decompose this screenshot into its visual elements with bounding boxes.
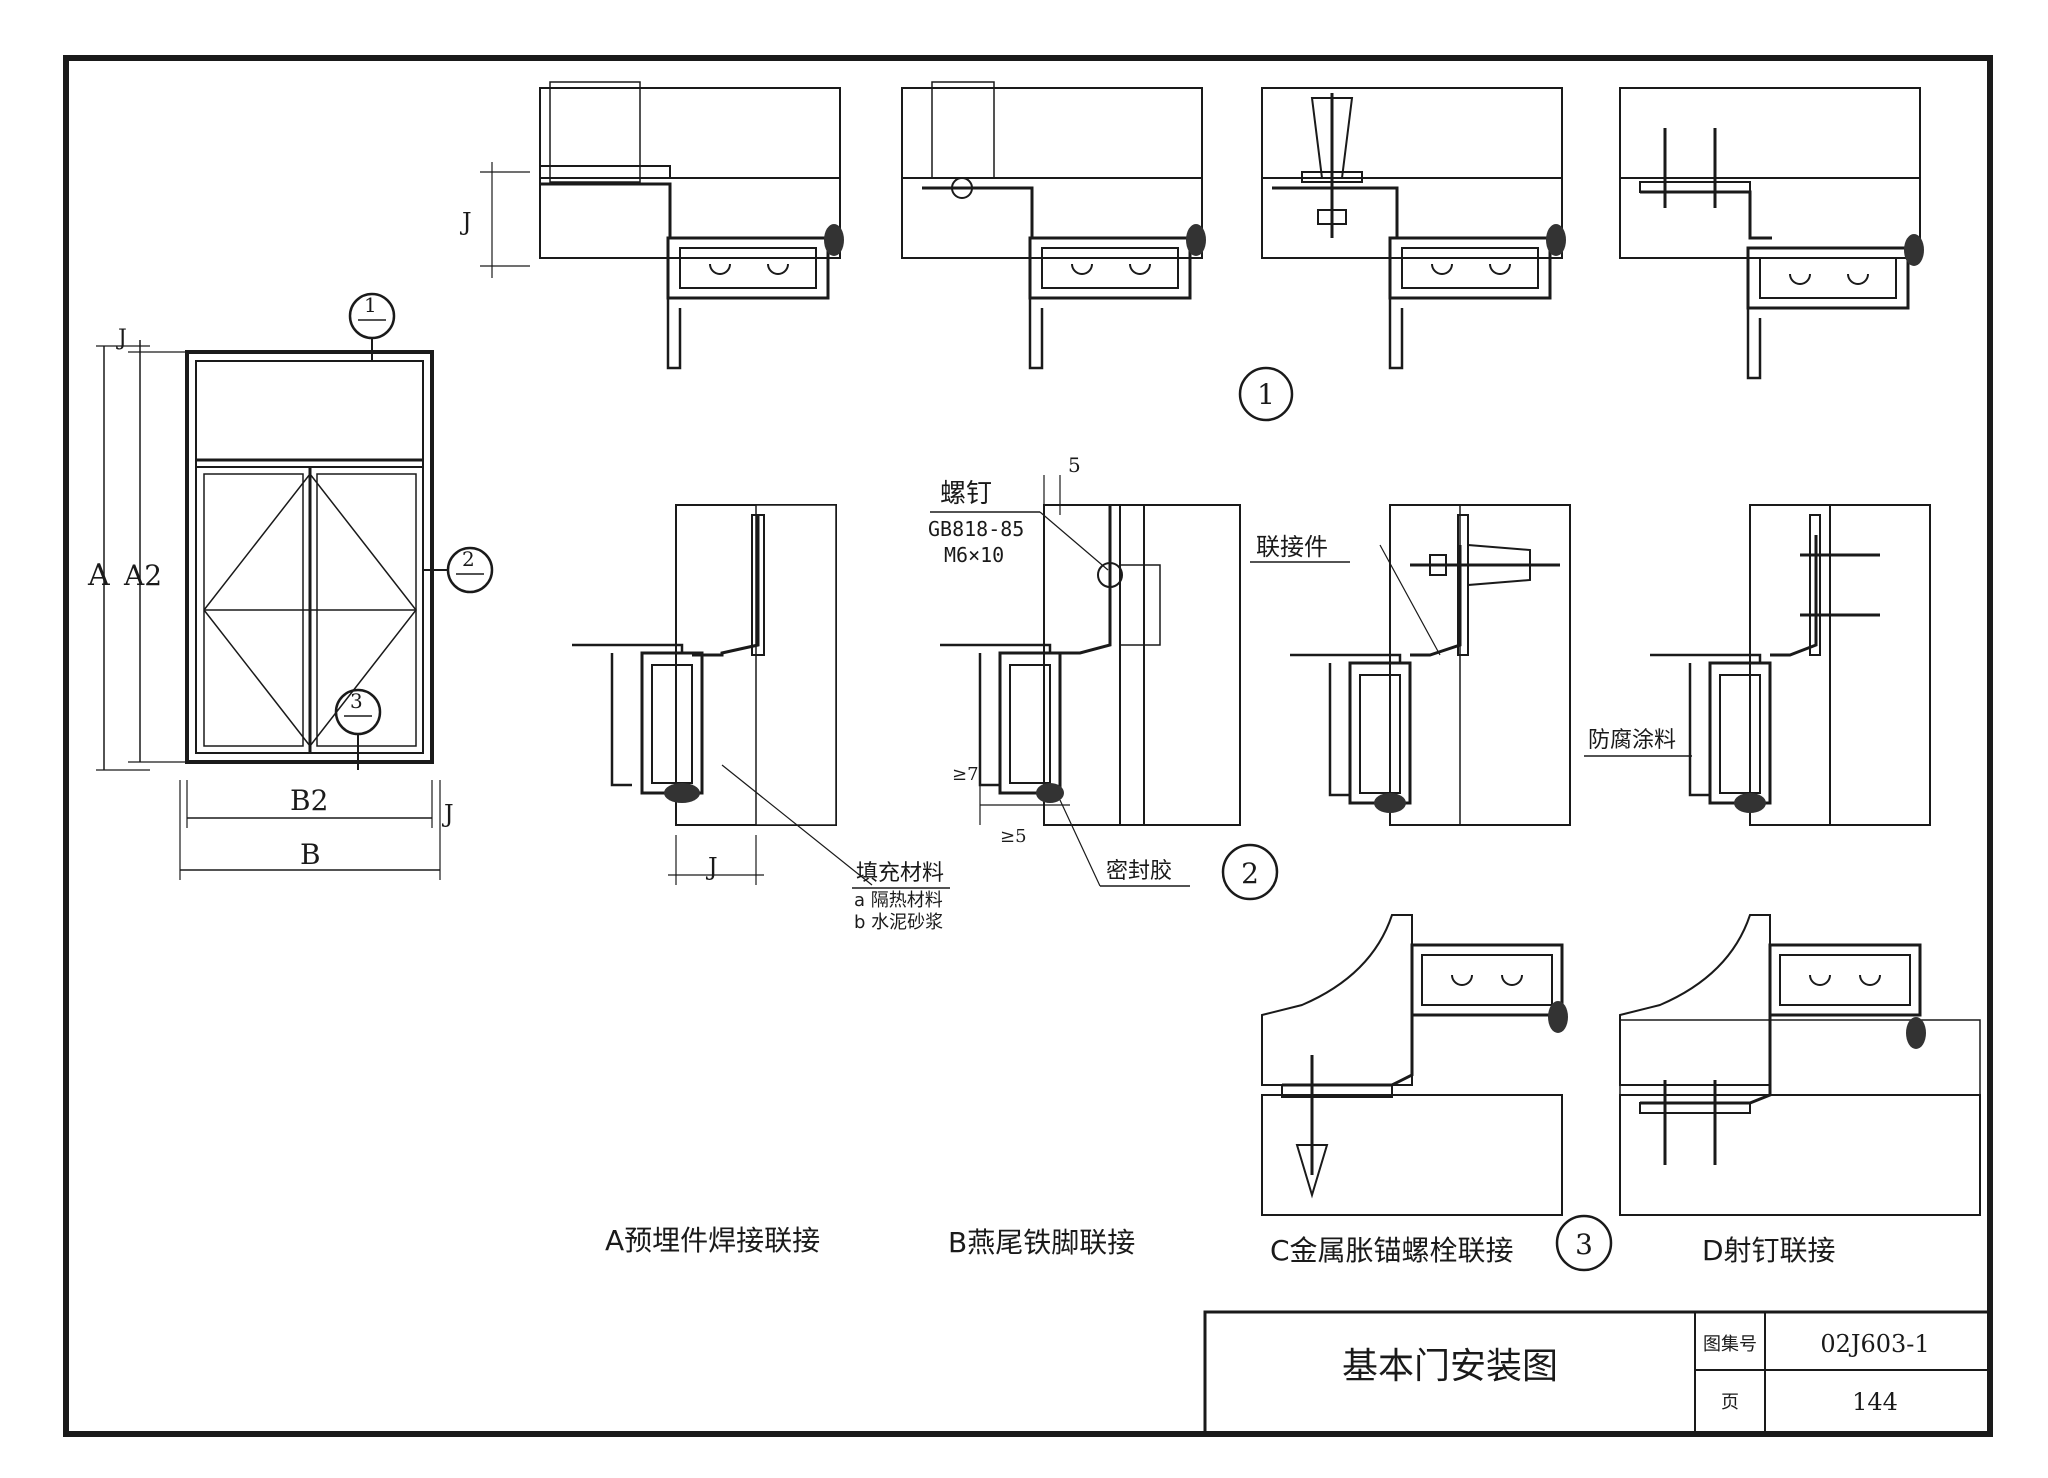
section-1-detail-C	[1261, 87, 1566, 370]
callout-1-number: 1	[364, 293, 377, 317]
screw-size: M6×10	[944, 543, 1004, 567]
section-2-detail-B	[940, 475, 1241, 826]
dim-ge5: ≥5	[1000, 826, 1027, 847]
title-block	[1203, 1310, 1992, 1436]
section-2-detail-C	[1290, 504, 1571, 826]
caption-method-C: C金属胀锚螺栓联接	[1270, 1234, 1514, 1267]
fill-material-b: b 水泥砂浆	[854, 912, 943, 933]
title-block-page-no: 144	[1852, 1388, 1898, 1416]
dim-5: 5	[1068, 453, 1081, 477]
dim-ge7: ≥7	[952, 764, 979, 785]
callout-3-number: 3	[350, 689, 363, 713]
caption-method-B: B燕尾铁脚联接	[948, 1226, 1135, 1259]
title-block-title: 基本门安装图	[1342, 1346, 1558, 1387]
dim-label-A: A	[87, 558, 110, 593]
section-2-number: 2	[1241, 857, 1259, 890]
caption-method-D: D射钉联接	[1702, 1234, 1836, 1267]
dim-label-J-top: J	[116, 326, 127, 351]
section-3-number: 3	[1575, 1228, 1593, 1261]
screw-standard: GB818-85	[928, 517, 1024, 541]
screw-label: 螺钉	[940, 479, 992, 509]
section-3-detail-C	[1261, 914, 1568, 1216]
dim-label-B: B	[300, 838, 321, 871]
sealant-label: 密封胶	[1106, 859, 1172, 884]
section-1-number-circle	[1238, 366, 1294, 422]
title-block-atlas-label: 图集号	[1703, 1334, 1757, 1355]
anticorrosion-label: 防腐涂料	[1588, 728, 1676, 753]
section-3-detail-D	[1619, 914, 1981, 1216]
caption-method-A: A预埋件焊接联接	[605, 1224, 820, 1257]
door-elevation	[96, 292, 494, 880]
section-1-detail-D	[1619, 87, 1924, 380]
section-2-detail-A	[572, 504, 873, 886]
section-1-dim-J: J	[459, 208, 472, 236]
fill-material-a: a 隔热材料	[854, 890, 943, 911]
section-1-number: 1	[1257, 378, 1275, 411]
section-1-detail-A	[480, 81, 844, 370]
callout-2-number: 2	[462, 547, 475, 571]
title-block-page-label: 页	[1721, 1392, 1739, 1413]
section-2-number-circle	[1221, 843, 1279, 901]
dim-label-J-bottom: J	[441, 800, 454, 828]
section-3-number-circle	[1555, 1214, 1613, 1272]
dim-label-B2: B2	[290, 784, 328, 817]
section-2-detail-D	[1650, 504, 1931, 826]
connector-label: 联接件	[1256, 533, 1328, 561]
section-2-dim-J: J	[705, 853, 718, 881]
sheet-border	[63, 55, 1993, 1437]
dim-label-A2: A2	[123, 559, 162, 592]
title-block-atlas-no: 02J603-1	[1820, 1330, 1929, 1358]
fill-material-title: 填充材料	[856, 861, 944, 886]
section-1-detail-B	[901, 81, 1206, 370]
